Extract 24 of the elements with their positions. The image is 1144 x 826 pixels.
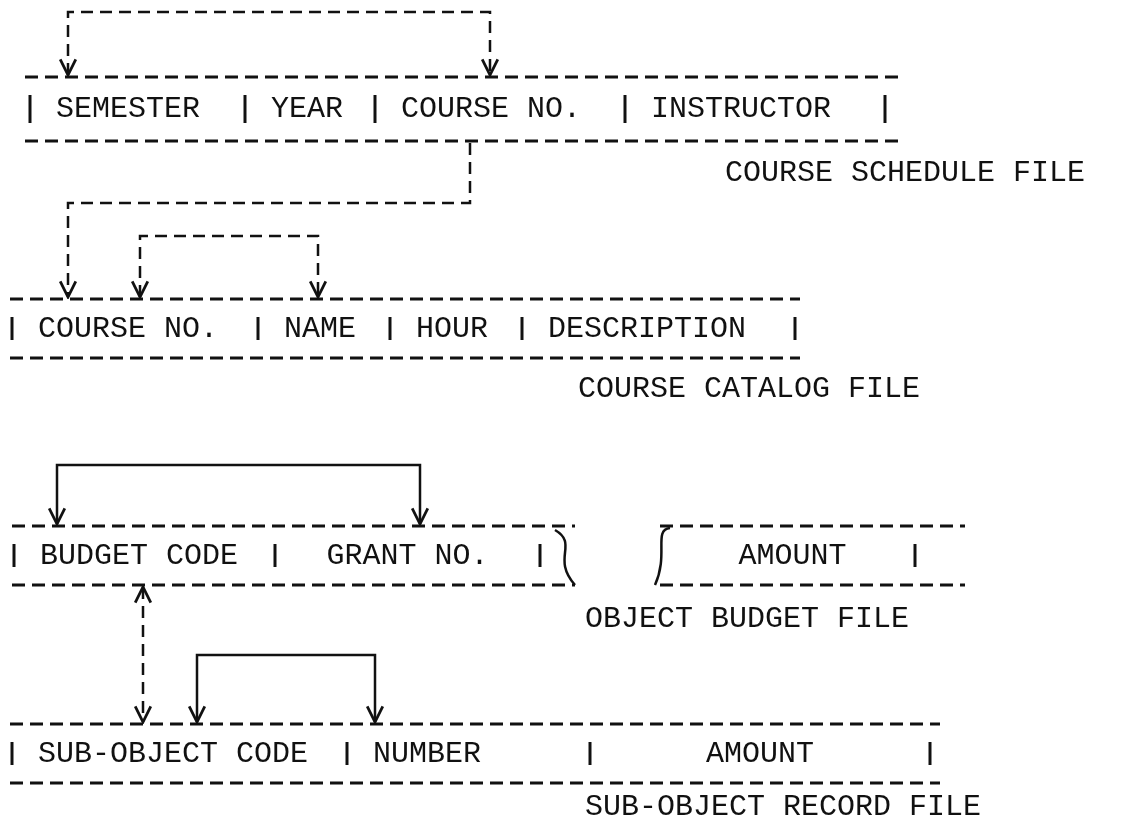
record-field: INSTRUCTOR [625,75,885,143]
record-field: GRANT NO. [275,524,540,587]
record-field: NUMBER [347,722,590,785]
record-field: DESCRIPTION [522,297,795,360]
record-field: SUB-OBJECT CODE [12,722,347,785]
arrow [58,143,472,299]
record-field: AMOUNT [590,722,930,785]
record-field: COURSE NO. [375,75,625,143]
file-name: OBJECT BUDGET FILE [585,604,910,634]
arrow [58,10,500,77]
arrow [130,234,328,299]
arrow [133,585,153,724]
file-name: COURSE SCHEDULE FILE [725,158,1086,188]
file-name: COURSE CATALOG FILE [578,374,921,404]
arrow [47,463,430,526]
record-field: SEMESTER [30,75,245,143]
file-name: SUB-OBJECT RECORD FILE [585,792,982,822]
record-field: BUDGET CODE [14,524,275,587]
record-field: HOUR [390,297,522,360]
record-field: YEAR [245,75,375,143]
record-field: AMOUNT [670,524,915,587]
arrow [187,653,385,724]
record-field: NAME [258,297,390,360]
record-field: COURSE NO. [12,297,258,360]
